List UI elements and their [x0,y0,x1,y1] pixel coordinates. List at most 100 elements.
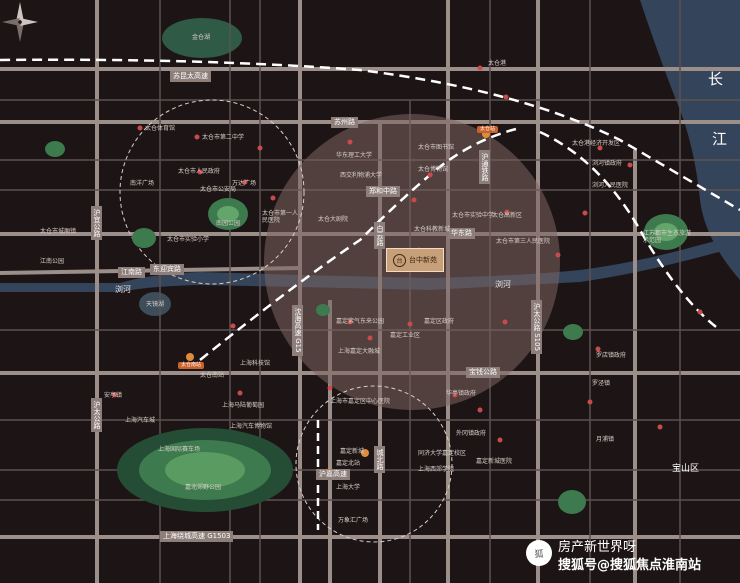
poi-label[interactable]: 太仓市第一人民医院 [262,210,299,224]
park-small-2 [45,141,65,157]
poi-label[interactable]: 太仓体育馆 [145,125,176,132]
poi-label[interactable]: 月浦镇 [596,436,615,443]
railway-north [0,58,740,212]
poi-label[interactable]: 太仓港 [488,60,507,67]
road-hutai: 沪太公路 [91,398,102,432]
poi-label[interactable]: 上海马陆葡萄园 [222,402,265,409]
poi-label[interactable]: 上海汽车博物馆 [230,423,273,430]
nanyuan-park-label: 南园公园 [216,220,241,227]
poi-label[interactable]: 太仓市实验中学 [452,212,495,219]
station-taicang-south: 太仓南站 [178,362,205,369]
poi-label[interactable]: 太仓科教新城 [414,226,451,233]
watermark-site: 搜狐号@搜狐焦点淮南站 [558,558,702,573]
road-hutai-s105: 沪太公路 S105 [531,300,542,355]
park-small-3 [563,324,583,340]
poi-label[interactable]: 上海市嘉定区中心医院 [330,398,391,405]
park-jiangnan [644,214,688,250]
poi-label[interactable]: 太仓港经济开发区 [572,140,621,147]
poi-label[interactable]: 太仓市公安局 [200,186,237,193]
park-jiabei [117,428,293,512]
park-small-5 [316,304,330,316]
liuhe-label: 浏河 [495,280,511,289]
poi-label[interactable]: 西交利物浦大学 [340,172,383,179]
poi-label[interactable]: 浏河镇政府 [592,160,623,167]
poi-label[interactable]: 太仓大剧院 [318,216,349,223]
tianjing-lake-label: 天镜湖 [146,301,165,308]
poi-label[interactable]: 华东理工大学 [336,152,373,159]
poi-label[interactable]: 嘉定新城医院 [476,458,513,465]
poi-label[interactable]: 上海汽车城 [125,417,156,424]
poi-label[interactable]: 罗泾镇 [592,380,611,387]
poi-label[interactable]: 万达广场 [232,180,257,187]
compass-icon [2,2,38,42]
baoshan-district-label: 宝山区 [672,464,700,474]
poi-label[interactable]: 太仓市图书馆 [418,144,455,151]
poi-label[interactable]: 外冈镇政府 [456,430,487,437]
park-small-1 [132,228,156,248]
poi-label[interactable]: 太仓市第三人民医院 [496,238,551,245]
poi-label[interactable]: 南洋广场 [130,180,155,187]
poi-label[interactable]: 太仓博物馆 [418,166,449,173]
expressway-suzhou-kunshan-taicang: 苏昆太高速 [170,71,211,82]
poi-label[interactable]: 安亭镇 [104,392,123,399]
road-huajie: 华东路 [448,228,475,239]
sohu-logo-icon: 狐 [526,540,552,566]
poi-label[interactable]: 太仓市城厢镇 [40,228,77,235]
railway-south [199,126,521,361]
jiangnan-park-label: 江苏都市生态旅游示范园 [643,230,692,244]
project-name: 台中新苑 [409,256,437,264]
poi-label[interactable]: 上海科技馆 [240,360,271,367]
road-dongjing: 东迎宾路 [150,264,184,275]
poi-label[interactable]: 同济大学嘉定校区 [418,450,467,457]
poi-label[interactable]: 上海西郊学院 [418,466,455,473]
station-taicang: 太仓站 [477,126,499,133]
jiading-radius-circle [295,385,453,543]
expressway-shanghai-ring: 上海绕城高速 G1503 [160,531,234,542]
poi-label[interactable]: 上海大学 [336,484,361,491]
road-jiangnan: 江南路 [118,267,145,278]
poi-markers [112,65,703,443]
tianjing-lake [139,292,171,316]
road-huyi-jiading: 沪嘉高速 [316,469,350,480]
poi-label[interactable]: 华亭镇政府 [446,390,477,397]
road-baoyang: 宝钱公路 [466,367,500,378]
poi-label[interactable]: 嘉定北站 [336,460,361,467]
poi-label[interactable]: 太仓市人民政府 [178,168,221,175]
poi-label[interactable]: 上海嘉定大融城 [338,348,381,355]
poi-label[interactable]: 嘉定工业区 [390,332,421,339]
poi-label[interactable]: 浏河人民医院 [592,182,629,189]
poi-label[interactable]: 太仓南站 [200,372,225,379]
road-chengbei: 城北路 [374,446,385,473]
poi-label[interactable]: 嘉定区政府 [424,318,455,325]
jincang-lake-label: 金仓湖 [192,34,211,41]
road-suzhou: 苏州路 [331,117,358,128]
watermark-brand: 房产新世界呀 [558,540,637,555]
poi-label[interactable]: 太仓市实验小学 [167,236,210,243]
taicang-radius-circle [119,99,305,285]
railway-hutong: 沪通铁路 [479,150,490,184]
yangtze-label-1: 长 [708,70,724,88]
poi-label[interactable]: 嘉定新城 [340,448,365,455]
road-zhenghe: 郑和中路 [366,186,400,197]
railway-east [539,130,721,331]
project-marker[interactable]: 台 台中新苑 [386,248,444,272]
jiabei-park-label: 嘉北郊野公园 [185,484,222,491]
poi-label[interactable]: 上海国际赛车场 [158,446,201,453]
jincang-lake [162,18,242,58]
expressway-shenhai-g15: 沈海高速 G15 [292,305,303,356]
poi-label[interactable]: 江南公园 [40,258,65,265]
yangtze-label-2: 江 [712,130,728,148]
poi-label[interactable]: 太仓市第二中学 [202,134,245,141]
poi-label[interactable]: 嘉定紫气东来公园 [336,318,385,325]
poi-label[interactable]: 罗店镇政府 [596,352,627,359]
project-logo-icon: 台 [393,253,406,267]
road-baiyun: 白云路 [374,222,385,249]
park-nanyuan [208,198,248,230]
poi-label[interactable]: 万象汇广场 [338,517,369,524]
park-small-4 [558,490,586,514]
poi-label[interactable]: 太仓高新区 [492,212,523,219]
liuhe-west-label: 浏河 [115,285,131,294]
road-huyi: 沪宜公路 [91,206,102,240]
